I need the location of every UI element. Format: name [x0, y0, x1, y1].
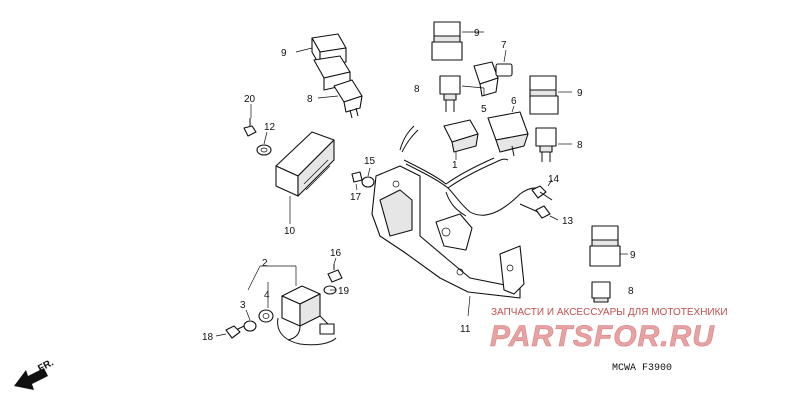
callout-3: 3 — [240, 300, 246, 311]
callout-8-right: 8 — [577, 140, 583, 151]
callout-16: 16 — [330, 248, 342, 259]
callout-14: 14 — [548, 174, 560, 185]
part-1-connector — [443, 119, 479, 153]
callout-12: 12 — [264, 122, 276, 133]
frame-bracket-11 — [371, 165, 525, 299]
ecu-module-10 — [275, 131, 335, 197]
watermark: ЗАПЧАСТИ И АКСЕССУАРЫ ДЛЯ МОТОТЕХНИКИ PA… — [490, 307, 728, 353]
callout-4: 4 — [264, 290, 270, 301]
callout-9-top-center: 9 — [474, 28, 480, 39]
wire-harness-1 — [399, 125, 545, 217]
callout-19: 19 — [338, 286, 350, 297]
callout-8-left: 8 — [307, 94, 313, 105]
relay-9-bottom-right — [589, 225, 621, 267]
relay-9-right — [529, 75, 559, 115]
front-direction-arrow: FR. — [14, 357, 56, 390]
part-7 — [495, 63, 513, 77]
relay-9-top-left — [311, 33, 351, 91]
callout-6: 6 — [511, 96, 517, 107]
watermark-brand: PARTSFOR.RU — [490, 320, 715, 353]
callout-8-bottom: 8 — [628, 286, 634, 297]
diagram-code: MCWA F3900 — [612, 363, 672, 374]
bolt-20 — [243, 118, 257, 137]
relay-8-center — [439, 75, 461, 112]
bolt-13 — [519, 203, 551, 219]
leader-lines — [215, 31, 628, 337]
watermark-tagline: ЗАПЧАСТИ И АКСЕССУАРЫ ДЛЯ МОТОТЕХНИКИ — [491, 307, 728, 318]
callout-5: 5 — [481, 104, 487, 115]
front-direction-label: FR. — [36, 357, 56, 374]
callout-7: 7 — [501, 40, 507, 51]
grommet-12 — [256, 144, 272, 156]
callout-9-bottom: 9 — [630, 250, 636, 261]
relay-8-left — [333, 79, 363, 119]
relay-8-right — [535, 127, 557, 162]
nut-18 — [225, 325, 241, 339]
callout-2: 2 — [262, 258, 268, 269]
callout-8-center: 8 — [414, 84, 420, 95]
relay-8-bottom-right — [591, 281, 611, 303]
bolt-14 — [531, 185, 553, 201]
relay-5 — [473, 61, 499, 97]
callouts: 1 2 3 4 5 6 7 8 8 8 8 9 9 9 9 10 11 12 1… — [202, 28, 636, 343]
callout-9-right: 9 — [577, 88, 583, 99]
collar-4 — [258, 309, 274, 323]
callout-9-top-left: 9 — [281, 48, 287, 59]
callout-15: 15 — [364, 156, 376, 167]
callout-1: 1 — [452, 160, 458, 171]
callout-17: 17 — [350, 192, 362, 203]
callout-20: 20 — [244, 94, 256, 105]
nut-17 — [351, 171, 363, 183]
regulator-assembly-2 — [277, 285, 337, 346]
callout-11: 11 — [460, 324, 471, 335]
part-6 — [487, 111, 529, 157]
callout-18: 18 — [202, 332, 214, 343]
callout-10: 10 — [284, 226, 296, 237]
callout-13: 13 — [562, 216, 574, 227]
bolt-16 — [327, 264, 343, 283]
relay-9-top-center — [431, 21, 463, 61]
nut-15 — [361, 176, 375, 188]
